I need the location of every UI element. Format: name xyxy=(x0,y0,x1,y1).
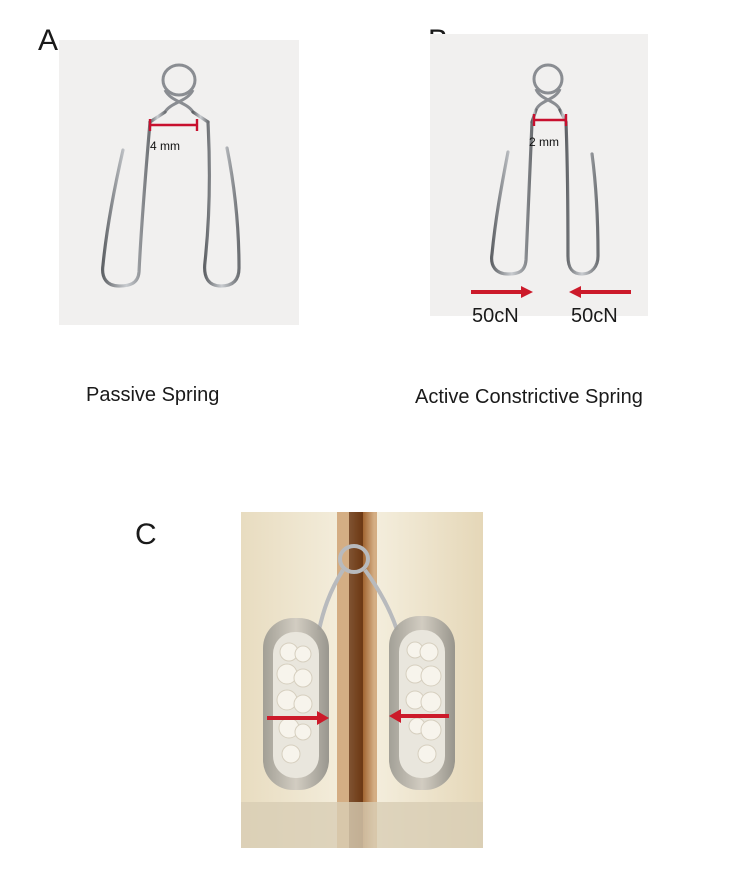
force-arrow-right xyxy=(471,286,533,298)
spring-helix xyxy=(161,63,197,113)
maxilla-appliance-drawing xyxy=(241,512,483,848)
spring-on-palate xyxy=(317,544,399,631)
maxilla-appliance-photo xyxy=(241,512,483,848)
force-arrow-left xyxy=(569,286,631,298)
panel-a-letter: A xyxy=(38,24,59,57)
passive-spring-caption: Passive Spring xyxy=(86,384,220,406)
passive-spring-photo: 4 mm xyxy=(59,40,299,325)
gap-label-b: 2 mm xyxy=(529,135,559,149)
constriction-arrow-right xyxy=(389,709,449,723)
gap-measure-a xyxy=(148,119,199,131)
passive-spring-drawing: 4 mm xyxy=(101,63,241,288)
right-acrylic-plate xyxy=(389,616,455,790)
force-label-right: 50cN xyxy=(571,305,618,327)
constriction-arrow-left xyxy=(267,711,329,725)
active-spring-photo: 2 mm xyxy=(430,34,648,316)
left-acrylic-plate xyxy=(263,618,329,790)
gap-label-a: 4 mm xyxy=(150,139,180,153)
panel-c-letter: C xyxy=(135,518,157,551)
force-label-left: 50cN xyxy=(472,305,519,327)
active-spring-drawing: 2 mm xyxy=(490,63,600,276)
gap-measure-b xyxy=(532,114,568,126)
spring-arms xyxy=(101,110,241,288)
force-arrows-b xyxy=(471,286,631,298)
spring-helix-b xyxy=(532,63,564,111)
active-spring-caption: Active Constrictive Spring xyxy=(415,386,643,408)
